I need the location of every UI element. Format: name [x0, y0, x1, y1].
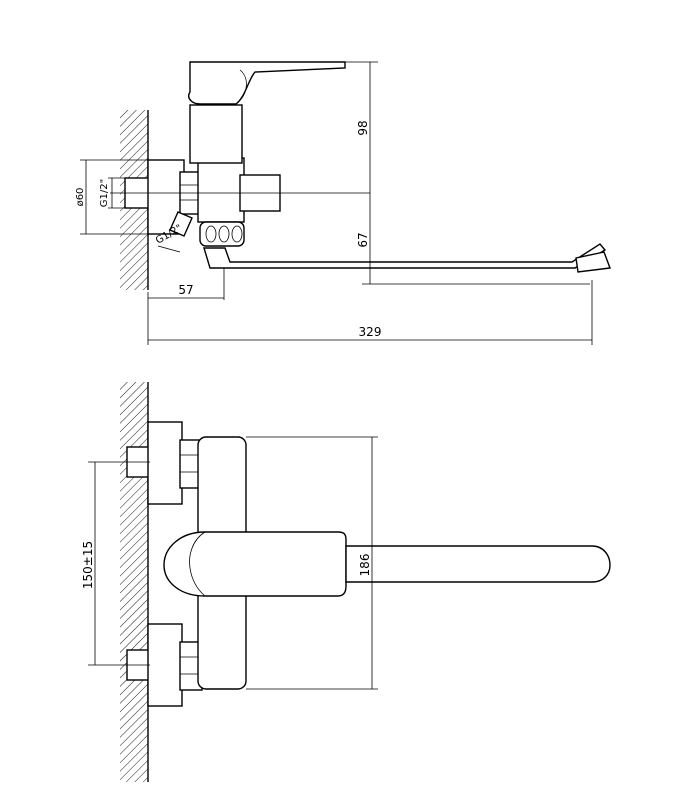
side-view: 98 67 57 329 ø60 G1/2" G1/2" — [75, 61, 611, 345]
dim-150-label: 150±15 — [81, 541, 95, 589]
diverter — [199, 221, 245, 247]
aerator — [575, 251, 611, 273]
dim-67-label: 67 — [356, 232, 370, 247]
dim-329-label: 329 — [359, 325, 382, 339]
dim-g12-inlet-label: G1/2" — [99, 179, 110, 207]
top-flange — [147, 421, 183, 505]
shower-outlet — [169, 211, 193, 237]
lever-handle — [188, 61, 346, 105]
front-view: 186 150±15 — [81, 382, 611, 782]
front-lever — [163, 531, 347, 597]
dim-57-label: 57 — [178, 283, 193, 297]
valve-body — [197, 157, 245, 223]
dim-186-label: 186 — [358, 554, 372, 577]
bottom-flange — [147, 623, 183, 707]
cartridge-column — [189, 104, 243, 164]
dim-98-label: 98 — [356, 120, 370, 135]
wall-hatch-bottom — [120, 382, 148, 782]
spout — [203, 243, 607, 269]
dim-60-label: ø60 — [75, 188, 86, 207]
front-spout — [345, 545, 611, 583]
